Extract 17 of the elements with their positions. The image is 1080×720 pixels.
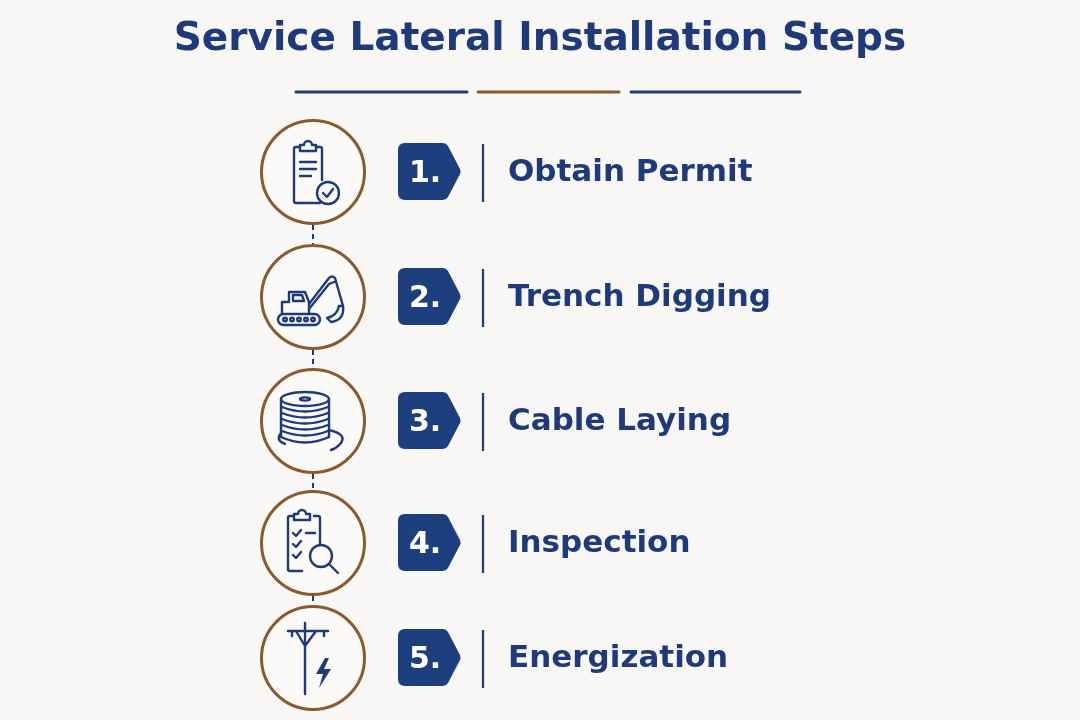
step-number: 3. xyxy=(409,405,442,436)
step-number: 1. xyxy=(409,156,442,187)
step-number: 5. xyxy=(409,642,442,673)
title: Service Lateral Installation Steps xyxy=(172,14,908,59)
step-number-badge xyxy=(398,143,461,200)
step-label: Cable Laying xyxy=(508,401,732,439)
step-label: Inspection xyxy=(508,523,691,561)
step-label: Trench Digging xyxy=(508,277,771,315)
connector-line xyxy=(312,473,314,491)
step-label: Energization xyxy=(508,638,729,676)
step-label: Obtain Permit xyxy=(508,152,753,190)
step-number-badge xyxy=(398,392,461,449)
step-number-badge xyxy=(398,268,461,325)
step-number-badge xyxy=(398,629,461,686)
step-number: 4. xyxy=(409,527,442,558)
step-number-badge xyxy=(398,514,461,571)
step-number: 2. xyxy=(409,281,442,312)
